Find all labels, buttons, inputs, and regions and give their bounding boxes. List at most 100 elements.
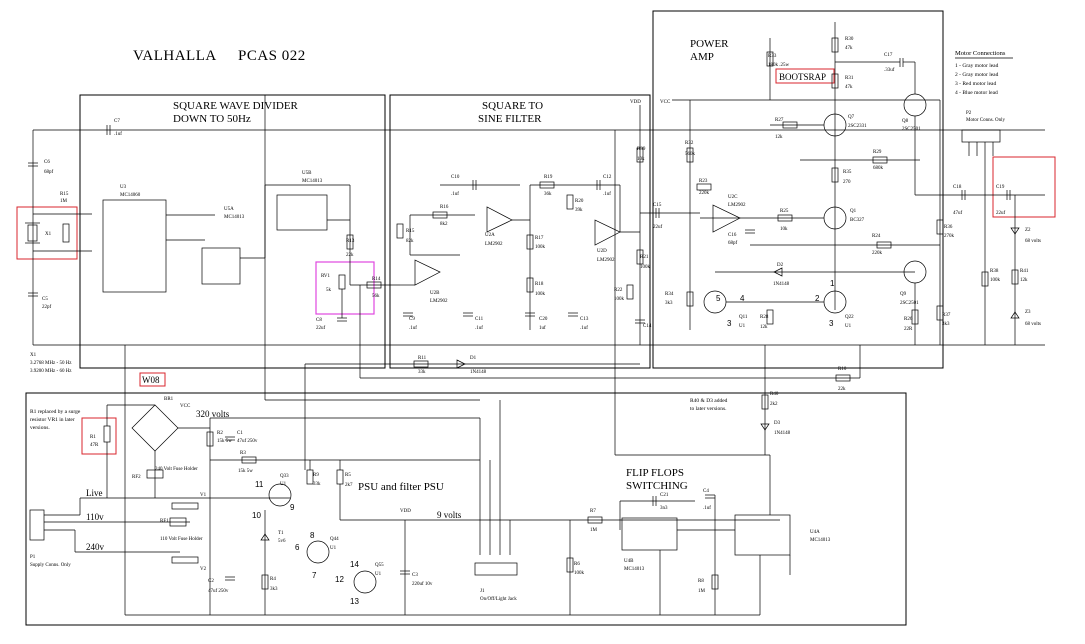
t1-ref: T1: [278, 531, 284, 536]
r27-value: 12k: [775, 135, 783, 140]
q1-ref: Q1: [850, 209, 857, 214]
q11-pin-3: 3: [727, 319, 732, 328]
d1-value: 1N4148: [470, 370, 487, 375]
rf1-fuse: [169, 517, 187, 527]
r40-value: 2k2: [770, 402, 778, 407]
q33-transistor: [268, 483, 292, 507]
r15b-value: 82k: [406, 239, 414, 244]
z2-zener: [1010, 227, 1020, 235]
r7-value: 1M: [590, 528, 598, 533]
d3-value: 1N4148: [774, 431, 791, 436]
c5-value: 22pf: [42, 305, 52, 310]
v9-label: 9 volts: [437, 510, 462, 520]
x1-crystal: [27, 224, 38, 242]
q8-value: 2SC2501: [902, 127, 921, 132]
r21-value: 100k: [640, 265, 651, 270]
c8-ref: C8: [316, 318, 322, 323]
c21-ref: C21: [660, 493, 669, 498]
rv1-value: 5k: [326, 288, 332, 293]
q44-ref: Q44: [330, 537, 339, 542]
crystal-note-ref: X1: [30, 353, 37, 358]
c4-value: .1uf: [703, 506, 711, 511]
sine-filter-box: [389, 94, 651, 369]
c15-value: 22uf: [653, 225, 663, 230]
r22-value: 100k: [614, 297, 625, 302]
r1-value: 47R: [90, 443, 99, 448]
u5b-value: MC14013: [302, 179, 323, 184]
w08-highlight: [139, 372, 166, 387]
r14-resistor: [366, 281, 382, 289]
j1-ref: J1: [480, 589, 485, 594]
r15-ref: R15: [60, 192, 69, 197]
c17-value: .33uf: [884, 68, 895, 73]
q55-pin-12: 12: [335, 575, 344, 584]
r13-resistor: [346, 234, 354, 250]
c19-highlight: [992, 156, 1056, 218]
r41-resistor: [1011, 269, 1019, 285]
r20-value: 39k: [575, 208, 583, 213]
r8-resistor: [711, 574, 719, 590]
q22-pin-2: 2: [815, 294, 820, 303]
c20-value: 1uf: [539, 326, 546, 331]
r39-value: 10k: [637, 157, 645, 162]
u4b-ref: U4B: [624, 559, 634, 564]
r23-value: 220k: [699, 191, 710, 196]
square-wave-box: [79, 94, 386, 369]
flipflops-title-2: SWITCHING: [626, 480, 688, 492]
c13-ref: C13: [580, 317, 589, 322]
z3-value: 68 volts: [1025, 322, 1041, 327]
r35-value: 270: [843, 180, 851, 185]
r33-value: 180k .25w: [768, 63, 790, 68]
c11-ref: C11: [475, 317, 484, 322]
r17-ref: R17: [535, 236, 544, 241]
c11-value: .1uf: [475, 326, 483, 331]
v2-varistor: [171, 556, 199, 564]
fuse110-label: 110 Volt Fuse Holder: [160, 537, 203, 542]
q9-ref: Q9: [900, 292, 907, 297]
r19-ref: R19: [544, 175, 553, 180]
d3-diode: [760, 423, 770, 431]
r4-value: 3k3: [270, 587, 278, 592]
c7-value: .1uf: [114, 132, 122, 137]
u4b-value: MC14013: [624, 567, 645, 572]
r40-ref: R40: [770, 392, 779, 397]
r38-resistor: [981, 271, 989, 287]
q8-transistor: [903, 93, 927, 117]
r7-ref: R7: [590, 509, 596, 514]
q7-ref: Q7: [848, 115, 855, 120]
r26-resistor: [911, 309, 919, 325]
r34-resistor: [686, 291, 694, 307]
q9-value: 2SC2501: [900, 301, 919, 306]
c20-ref: C20: [539, 317, 548, 322]
q55-pin-14: 14: [350, 560, 359, 569]
r16-ref: R16: [440, 205, 449, 210]
r40-resistor: [761, 394, 769, 410]
r29-value: 680k: [873, 166, 884, 171]
v240-label: 240v: [86, 542, 105, 552]
q11-transistor: [703, 290, 727, 314]
r23-ref: R23: [699, 179, 708, 184]
r31-ref: R31: [845, 76, 854, 81]
r3-value: 15k 5w: [238, 469, 253, 474]
r6-ref: R6: [574, 562, 580, 567]
c5-ref: C5: [42, 297, 48, 302]
rf2-fuse: [146, 469, 164, 479]
q55-value: U1: [375, 572, 382, 577]
c8-value: 22uf: [316, 326, 326, 331]
r10-value: 22k: [838, 387, 846, 392]
c14-ref: C14: [643, 324, 652, 329]
q55-ref: Q55: [375, 563, 384, 568]
r22-ref: R22: [614, 288, 623, 293]
c16-ref: C16: [728, 233, 737, 238]
c4-ref: C4: [703, 489, 709, 494]
q22-transistor: [823, 290, 847, 314]
crystal-note-2: 3.9200 MHz - 60 Hz: [30, 369, 72, 374]
psu-title: PSU and filter PSU: [358, 481, 444, 493]
motor-lead-1: 1 - Gray motor lead: [955, 63, 999, 69]
u2d-value: LM2902: [597, 258, 615, 263]
motor-lead-4: 4 - Blue motor lead: [955, 90, 998, 96]
z2-ref: Z2: [1025, 228, 1031, 233]
r28-resistor: [766, 309, 774, 325]
r28-ref: R28: [760, 315, 769, 320]
d2-ref: D2: [777, 263, 784, 268]
